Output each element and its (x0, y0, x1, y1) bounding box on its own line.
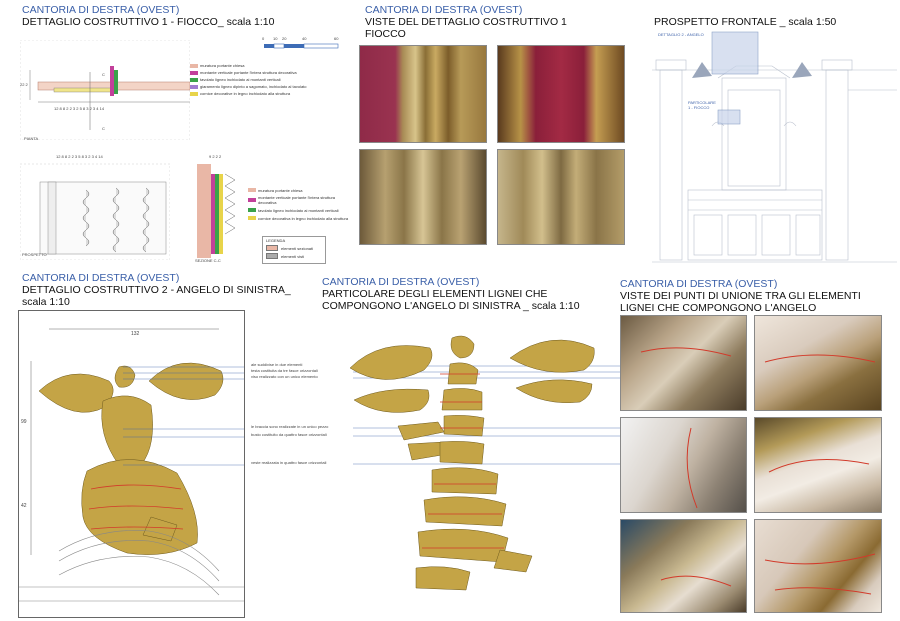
sec2-title-2: FIOCCO (365, 28, 406, 40)
angelo-exploded (340, 318, 600, 608)
plan-legend-item: muratura portante chiesa (190, 62, 340, 69)
photo-fiocco-2 (498, 46, 624, 142)
photo-fiocco-1 (360, 46, 486, 142)
dim-top: 132 (131, 331, 140, 337)
scale-60: 60 (334, 36, 339, 41)
sec5-title-2: COMPONGONO L'ANGELO DI SINISTRA _ scala … (322, 300, 580, 312)
label-c-bottom: C (102, 126, 105, 131)
sec-legend-item: muratura portante chiesa (248, 186, 358, 194)
prospetto-label: PROSPETTO (22, 252, 47, 257)
photo-fiocco-4 (498, 150, 624, 244)
pianta-label: PIANTA (24, 136, 39, 141)
plan-legend-item: giaramento ligneo dipinto a sagomato, in… (190, 83, 340, 90)
sec5-title-1: PARTICOLARE DEGLI ELEMENTI LIGNEI CHE (322, 288, 548, 300)
dim-side-1: 99 (21, 419, 27, 425)
sec-legend-item: cornice decorativa in legno inchiodato a… (248, 214, 358, 222)
sec4-title-blue: CANTORIA DI DESTRA (OVEST) (22, 272, 180, 284)
annotation: veste realizzata in quattro fasce orizzo… (251, 460, 327, 465)
annotation: testa costituita da tre fasce orizzontal… (251, 368, 318, 373)
sec6-title-1: VISTE DEI PUNTI DI UNIONE TRA GLI ELEMEN… (620, 290, 861, 302)
sec-legend-item: montante verticale portante l'intera str… (248, 194, 358, 206)
dims-top: 12 8 8 2 2 3 2 5 8 3 2 3 4 14 (54, 106, 105, 111)
legenda-item: elementi visti (266, 253, 325, 259)
photo-unione-3 (621, 418, 746, 512)
sec2-title-blue: CANTORIA DI DESTRA (OVEST) (365, 4, 523, 16)
legenda-title: LEGENDA (266, 238, 286, 243)
sec6-title-blue: CANTORIA DI DESTRA (OVEST) (620, 278, 778, 290)
photo-unione-1 (621, 316, 746, 410)
dims-sec: 9 2 2 2 (209, 154, 222, 159)
sec3-title: PROSPETTO FRONTALE _ scala 1:50 (654, 16, 837, 28)
sec4-title-1: DETTAGLIO COSTRUTTIVO 2 - ANGELO DI SINI… (22, 284, 291, 296)
sec4-title-2: scala 1:10 (22, 296, 70, 308)
scale-10: 10 (273, 36, 278, 41)
sezione-drawing: 9 2 2 2 SEZIONE C-C (195, 152, 245, 263)
sec6-title-2: LIGNEI CHE COMPONGONO L'ANGELO (620, 302, 817, 314)
scale-40: 40 (302, 36, 307, 41)
sezione-label: SEZIONE C-C (195, 258, 221, 263)
label-detail1: PARTICOLARE 1 - FIOCCO (688, 100, 716, 110)
photo-fiocco-3 (360, 150, 486, 244)
photo-unione-5 (621, 520, 746, 612)
scale-bar: 0 10 20 40 60 (262, 36, 342, 50)
prospetto-drawing: 12 8 8 2 2 3 5 8 3 2 3 4 14 PROSPETTO (20, 152, 170, 260)
label-detail2: DETTAGLIO 2 - ANGELO (658, 32, 704, 37)
label-c-top: C (102, 72, 105, 77)
plan-legend-item: montante verticale portante l'intera str… (190, 69, 340, 76)
annotation: busto costituito da quattro fasce orizzo… (251, 432, 327, 437)
legenda-item: elementi sezionati (266, 245, 325, 251)
plan-legend-item: tavolato ligneo inchiodato ai montanti v… (190, 76, 340, 83)
sec5-title-blue: CANTORIA DI DESTRA (OVEST) (322, 276, 480, 288)
plan-legend-item: cornice decorative in legno inchiodato a… (190, 90, 340, 97)
scale-0: 0 (262, 36, 265, 41)
sec-legend-item: tavolato ligneo inchiodato ai montanti v… (248, 206, 358, 214)
prospetto-frontale: DETTAGLIO 2 - ANGELO PARTICOLARE 1 - FIO… (652, 30, 897, 266)
dim-left: 22 2 (20, 82, 28, 87)
sec2-title-1: VISTE DEL DETTAGLIO COSTRUTTIVO 1 (365, 16, 567, 28)
annotation: le braccia sono realizzate in un unico p… (251, 424, 329, 429)
sec1-title-blue: CANTORIA DI DESTRA (OVEST) (22, 4, 180, 16)
annotation: viso realizzato con un unico elemento (251, 374, 318, 379)
pianta-drawing: 12 8 8 2 2 3 2 5 8 3 2 3 4 14 22 2 C C P… (20, 40, 190, 141)
sec-legend: muratura portante chiesa montante vertic… (248, 186, 358, 222)
plan-legend: muratura portante chiesa montante vertic… (190, 62, 340, 97)
dim-side-2: 42 (21, 503, 27, 509)
photo-unione-2 (755, 316, 881, 410)
sec1-title: DETTAGLIO COSTRUTTIVO 1 - FIOCCO_ scala … (22, 16, 275, 28)
angelo-drawing: 132 99 42 (18, 310, 245, 618)
scale-20: 20 (282, 36, 287, 41)
photo-unione-4 (755, 418, 881, 512)
photo-unione-6 (755, 520, 881, 612)
annotation: ale suddivise in due elementi (251, 362, 303, 367)
legenda-box: LEGENDA elementi sezionati elementi vist… (262, 236, 326, 264)
dims-bottom: 12 8 8 2 2 3 5 8 3 2 3 4 14 (56, 154, 103, 159)
